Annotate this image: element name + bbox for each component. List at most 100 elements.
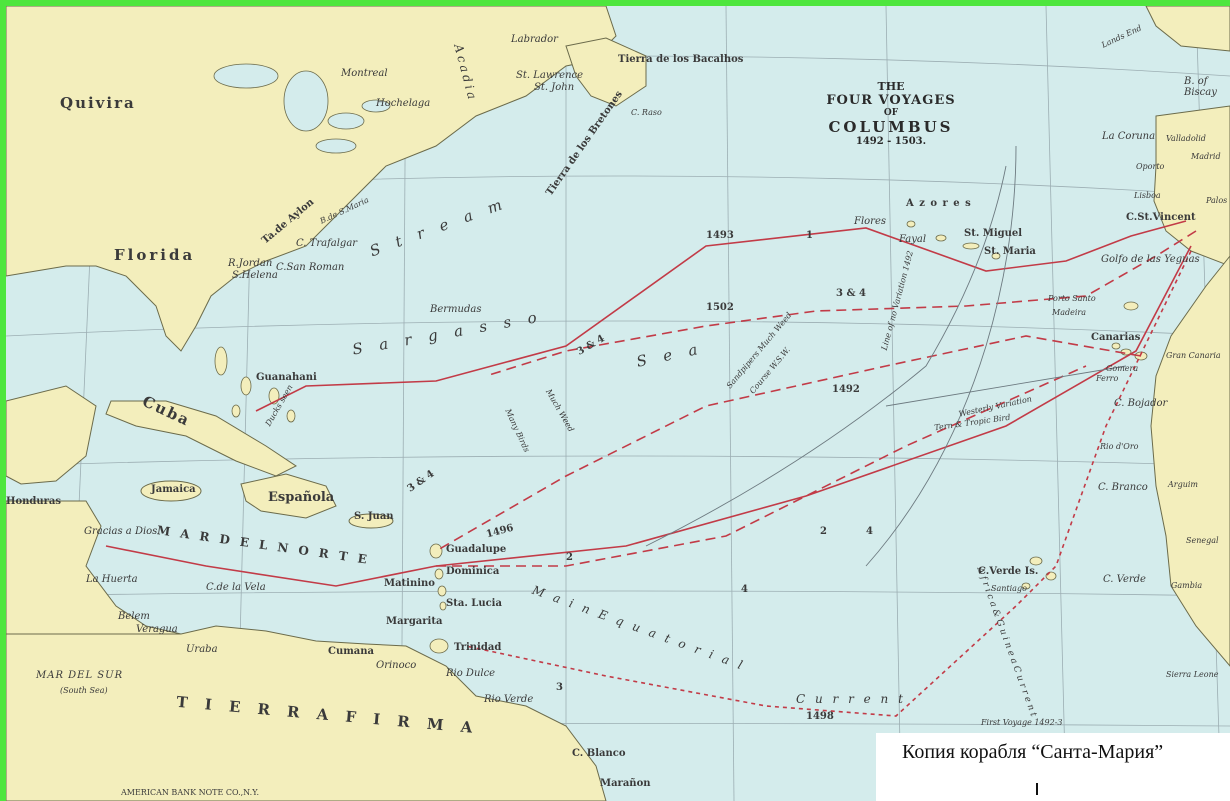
label-golfo-de-las-yeguas: Golfo de las Yeguas — [1101, 254, 1200, 265]
label-la-coruna: La Coruna — [1102, 131, 1156, 142]
caption-text: Копия корабля “Санта-Мария” — [902, 741, 1164, 763]
label-orinoco: Orinoco — [376, 660, 417, 671]
label-st-lawrence: St. Lawrence — [516, 70, 584, 81]
label-hochelaga: Hochelaga — [376, 98, 431, 109]
label-c-de-la-vela: C.de la Vela — [206, 582, 266, 593]
label-dominica: Dominica — [446, 566, 500, 577]
route-second-voyage — [435, 335, 1142, 552]
route-fourth-voyage — [105, 245, 1192, 587]
label-porto-santo: Porto Santo — [1048, 294, 1096, 303]
label-margarita: Margarita — [386, 616, 443, 627]
label-honduras: Honduras — [6, 496, 62, 507]
label-gracias-a-dios: Gracias a Dios — [84, 526, 158, 537]
label-bank-note: AMERICAN BANK NOTE CO.,N.Y. — [121, 788, 260, 797]
land-newfoundland — [565, 37, 647, 107]
map-frame: THE FOUR VOYAGES OF COLUMBUS 1492 - 1503… — [6, 6, 1230, 801]
label-st-john: St. John — [534, 82, 575, 93]
label-madrid: Madrid — [1191, 152, 1221, 161]
label-voyage-2-b: 2 — [820, 526, 827, 537]
land-bahamas — [214, 346, 296, 423]
label-voyage-1: 1 — [806, 230, 813, 241]
label-year-1492: 1492 — [832, 384, 860, 395]
label-oporto: Oporto — [1136, 162, 1165, 171]
label-guanahani: Guanahani — [256, 372, 317, 383]
label-rio-doro: Rio d'Oro — [1100, 442, 1139, 451]
label-year-1498: 1498 — [806, 711, 834, 722]
land-jamaica — [140, 480, 202, 502]
land-africa — [1150, 255, 1230, 667]
label-palos: Palos — [1206, 196, 1228, 205]
label-montreal: Montreal — [341, 68, 388, 79]
label-espanola: Española — [268, 490, 335, 505]
label-c-verde-is: C.Verde Is. — [978, 566, 1039, 577]
label-valladolid: Valladolid — [1166, 134, 1206, 143]
great-lakes — [213, 63, 391, 154]
label-fayal: Fayal — [899, 234, 927, 245]
label-ferro: Ferro — [1096, 374, 1119, 383]
label-voyage-3: 3 — [556, 682, 563, 693]
label-c-trafalgar: C. Trafalgar — [296, 238, 358, 249]
caption-mark — [1036, 783, 1038, 795]
label-year-1502: 1502 — [706, 302, 734, 313]
label-guadalupe: Guadalupe — [446, 544, 507, 555]
label-c-branco: C. Branco — [1098, 482, 1148, 493]
label-c-bojador: C. Bojador — [1114, 398, 1168, 409]
land-north-america — [6, 6, 617, 352]
label-c-san-roman: C.San Roman — [276, 262, 345, 273]
label-cumana: Cumana — [328, 646, 375, 657]
voyage-routes — [105, 220, 1197, 717]
label-st-miguel: St. Miguel — [964, 228, 1023, 239]
label-bermudas: Bermudas — [430, 304, 482, 315]
land-puerto-rico — [348, 513, 394, 529]
label-sta-lucia: Sta. Lucia — [446, 598, 502, 609]
label-santiago: Santiago — [991, 584, 1027, 593]
label-year-1493: 1493 — [706, 230, 734, 241]
label-azores: A z o r e s — [906, 198, 972, 209]
label-south-sea: (South Sea) — [60, 686, 108, 695]
map-title-line-2: FOUR VOYAGES — [826, 93, 956, 108]
land-england — [1145, 6, 1230, 52]
land-south-america — [6, 625, 607, 801]
label-quivira: Quivira — [60, 94, 136, 112]
reference-lines — [645, 145, 1127, 567]
label-c-blanco: C. Blanco — [572, 748, 626, 759]
label-belem: Belem — [118, 611, 150, 622]
label-canarias: Canarias — [1091, 332, 1141, 343]
label-trinidad: Trinidad — [454, 642, 502, 653]
label-la-huerta: La Huerta — [86, 574, 138, 585]
label-uraba: Uraba — [186, 644, 218, 655]
label-gomera: Gomera — [1106, 364, 1139, 373]
route-first-voyage-out — [255, 220, 1187, 412]
label-mar-del-sur: MAR DEL SUR — [36, 670, 124, 681]
label-r-jordan: R.Jordan — [228, 258, 273, 269]
label-arguim: Arguim — [1168, 480, 1199, 489]
label-jamaica: Jamaica — [151, 484, 196, 495]
route-second-voyage-return — [436, 365, 1087, 567]
label-florida: Florida — [114, 246, 196, 264]
label-sierra-leone: Sierra Leone — [1166, 670, 1219, 679]
label-st-maria: St. Maria — [984, 246, 1036, 257]
label-voyage-4-a: 4 — [741, 584, 748, 595]
label-s-juan: S. Juan — [354, 511, 394, 522]
label-matinino: Matinino — [384, 578, 435, 589]
label-veragua: Veragua — [136, 624, 178, 635]
label-c-verde: C. Verde — [1103, 574, 1146, 585]
label-lisboa: Lisboa — [1134, 191, 1161, 200]
label-senegal: Senegal — [1186, 536, 1219, 545]
label-gambia: Gambia — [1171, 581, 1203, 590]
land-espanola — [240, 473, 337, 519]
map-title-block: THE FOUR VOYAGES OF COLUMBUS 1492 - 1503… — [806, 80, 976, 147]
label-tierra-los-bacalhos: Tierra de los Bacalhos — [618, 54, 744, 65]
map-title-line-1: THE — [877, 80, 905, 93]
caption-panel: Копия корабля “Санта-Мария” — [876, 733, 1230, 801]
label-first-voyage: First Voyage 1492-3 — [981, 718, 1063, 727]
label-madeira: Madeira — [1052, 308, 1086, 317]
map-title-line-4: COLUMBUS — [828, 118, 954, 136]
label-rio-verde: Rio Verde — [484, 694, 534, 705]
label-c-st-vincent: C.St.Vincent — [1126, 212, 1196, 223]
label-voyage-3-4-east: 3 & 4 — [836, 288, 866, 299]
label-c-raso: C. Raso — [631, 108, 662, 117]
label-gran-canaria: Gran Canaria — [1166, 351, 1221, 360]
label-voyage-2-a: 2 — [566, 552, 573, 563]
label-labrador: Labrador — [511, 34, 558, 45]
